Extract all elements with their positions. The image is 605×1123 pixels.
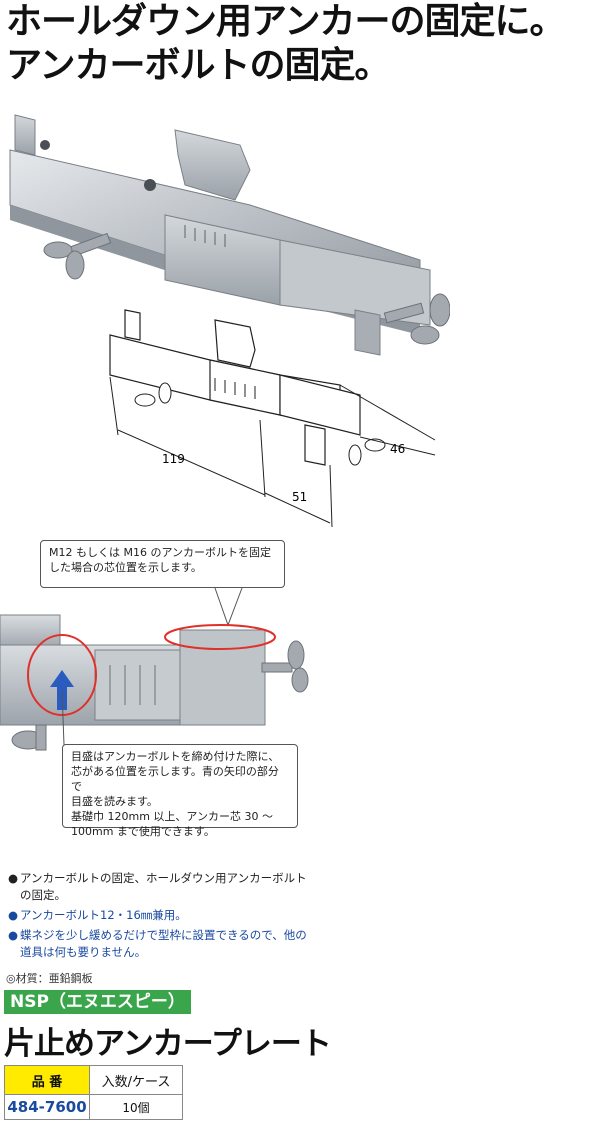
bullet-icon: ●: [8, 871, 19, 885]
headline-line-2: アンカーボルトの固定。: [6, 45, 391, 86]
scale-note-line-5: 100mm まで使用できます。: [71, 825, 215, 838]
dim-width: 46: [390, 442, 405, 456]
quantity-per-case: 10個: [89, 1094, 183, 1120]
material-note: ◎材質：亜鉛鋼板: [6, 972, 93, 985]
feature-text: アンカーボルト12・16㎜兼用。: [20, 908, 187, 922]
header-quantity: 入数/ケース: [89, 1065, 183, 1095]
feature-list: ● アンカーボルトの固定、ホールダウン用アンカーボルトの固定。 ● アンカーボル…: [8, 870, 308, 964]
center-position-note: M12 もしくは M16 のアンカーボルトを固定した場合の芯位置を示します。: [40, 540, 285, 588]
feature-item: ● アンカーボルト12・16㎜兼用。: [8, 907, 308, 924]
scale-note-line-3: 目盛を読みます。: [71, 795, 158, 808]
product-title: 片止めアンカープレート: [4, 1026, 332, 1062]
bullet-icon: ●: [8, 928, 19, 942]
scale-note-line-2: 芯がある位置を示します。青の矢印の部分で: [71, 765, 279, 793]
item-code: 484-7600: [4, 1094, 90, 1120]
dim-length: 119: [162, 452, 185, 466]
feature-item: ● アンカーボルトの固定、ホールダウン用アンカーボルトの固定。: [8, 870, 308, 904]
table-row: 484-7600 10個: [4, 1094, 183, 1120]
scale-note-line-4: 基礎巾 120mm 以上、アンカー芯 30 ～: [71, 810, 273, 823]
header-item-code: 品 番: [4, 1065, 90, 1095]
product-photo: [9, 114, 450, 356]
feature-item: ● 蝶ネジを少し緩めるだけで型枠に設置できるので、他の道具は何も要りません。: [8, 927, 308, 961]
spec-header-row: 品 番 入数/ケース: [4, 1065, 183, 1095]
scale-reading-note: 目盛はアンカーボルトを締め付けた際に、 芯がある位置を示します。青の矢印の部分で…: [62, 744, 298, 838]
feature-text: アンカーボルトの固定、ホールダウン用アンカーボルトの固定。: [20, 871, 307, 902]
spec-table: 品 番 入数/ケース 484-7600 10個: [4, 1065, 183, 1120]
brand-badge: NSP（エヌエスピー）: [4, 990, 191, 1014]
scale-note-line-1: 目盛はアンカーボルトを締め付けた際に、: [71, 750, 280, 763]
closeup-photo: [0, 587, 309, 751]
headline-line-1: ホールダウン用アンカーの固定に。: [6, 1, 566, 42]
bullet-icon: ●: [8, 908, 19, 922]
dimension-drawing: 119 51 46: [109, 309, 436, 528]
feature-text: 蝶ネジを少し緩めるだけで型枠に設置できるので、他の道具は何も要りません。: [20, 928, 307, 959]
dim-offset: 51: [292, 490, 307, 504]
